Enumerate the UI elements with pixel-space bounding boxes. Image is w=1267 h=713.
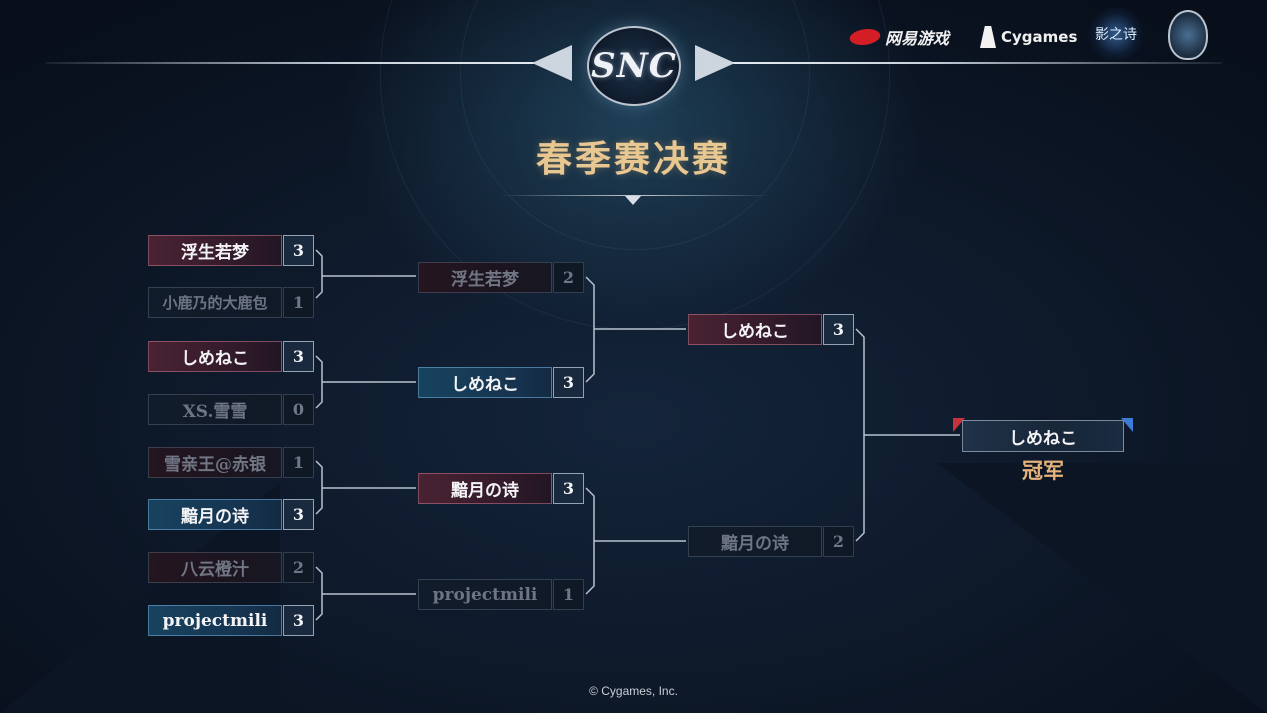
r2-match-4: projectmili 1	[418, 579, 584, 610]
header-right-line	[722, 62, 1222, 64]
player-name: projectmili	[418, 579, 552, 610]
player-score: 1	[553, 579, 584, 610]
player-score: 3	[283, 341, 314, 372]
r3-match-1: しめねこ 3	[688, 314, 854, 345]
netease-label: 网易游戏	[885, 29, 950, 48]
player-score: 3	[553, 367, 584, 398]
copyright-footer: © Cygames, Inc.	[589, 684, 678, 698]
r3-match-2: 黯月の诗 2	[688, 526, 854, 557]
player-score: 2	[553, 262, 584, 293]
player-score: 3	[283, 499, 314, 530]
player-score: 3	[553, 473, 584, 504]
player-name: 雪亲王@赤银	[148, 447, 282, 478]
r1-match-3: しめねこ 3	[148, 341, 314, 372]
r1-match-2: 小鹿乃的大鹿包 1	[148, 287, 314, 318]
title-marker-icon	[625, 196, 641, 205]
player-score: 3	[823, 314, 854, 345]
cygames-label: Cygames	[1001, 28, 1078, 46]
r1-match-6: 黯月の诗 3	[148, 499, 314, 530]
r1-match-1: 浮生若梦 3	[148, 235, 314, 266]
netease-sponsor: 网易游戏	[847, 24, 950, 50]
snc-logo: SNC	[587, 26, 681, 106]
player-score: 0	[283, 394, 314, 425]
player-score: 1	[283, 287, 314, 318]
snc-logo-text: SNC	[591, 46, 677, 86]
player-name: XS.雪雪	[148, 394, 282, 425]
player-score: 1	[283, 447, 314, 478]
page-title: 春季赛决赛	[535, 138, 731, 180]
netease-logo-icon	[847, 29, 883, 45]
player-name: 黯月の诗	[688, 526, 822, 557]
header-right-spike	[695, 45, 735, 81]
player-name: しめねこ	[418, 367, 552, 398]
player-score: 2	[283, 552, 314, 583]
shadowverse-logo-icon: 影之诗	[1088, 8, 1144, 60]
champion-name: しめねこ	[962, 420, 1124, 452]
player-score: 3	[283, 235, 314, 266]
r2-match-2: しめねこ 3	[418, 367, 584, 398]
player-name: 浮生若梦	[148, 235, 282, 266]
champion-blue-flag-icon	[1121, 418, 1133, 432]
r1-match-5: 雪亲王@赤银 1	[148, 447, 314, 478]
player-name: 八云橙汁	[148, 552, 282, 583]
player-name: 黯月の诗	[418, 473, 552, 504]
header-left-spike	[532, 45, 572, 81]
player-name: 浮生若梦	[418, 262, 552, 293]
player-name: しめねこ	[148, 341, 282, 372]
champion-label: 冠军	[1022, 458, 1064, 483]
player-name: projectmili	[148, 605, 282, 636]
player-name: 小鹿乃的大鹿包	[148, 287, 282, 318]
player-name: 黯月の诗	[148, 499, 282, 530]
r1-match-8: projectmili 3	[148, 605, 314, 636]
r1-match-7: 八云橙汁 2	[148, 552, 314, 583]
r2-match-1: 浮生若梦 2	[418, 262, 584, 293]
background-mountain	[937, 463, 1267, 713]
shadowverse-label: 影之诗	[1095, 27, 1137, 43]
cygames-sponsor: Cygames	[980, 24, 1077, 50]
r2-match-3: 黯月の诗 3	[418, 473, 584, 504]
title-divider	[498, 195, 770, 196]
crest-icon	[1168, 10, 1208, 60]
player-score: 2	[823, 526, 854, 557]
header-left-line	[46, 62, 546, 64]
r1-match-4: XS.雪雪 0	[148, 394, 314, 425]
player-score: 3	[283, 605, 314, 636]
cygames-logo-icon	[980, 26, 996, 48]
player-name: しめねこ	[688, 314, 822, 345]
